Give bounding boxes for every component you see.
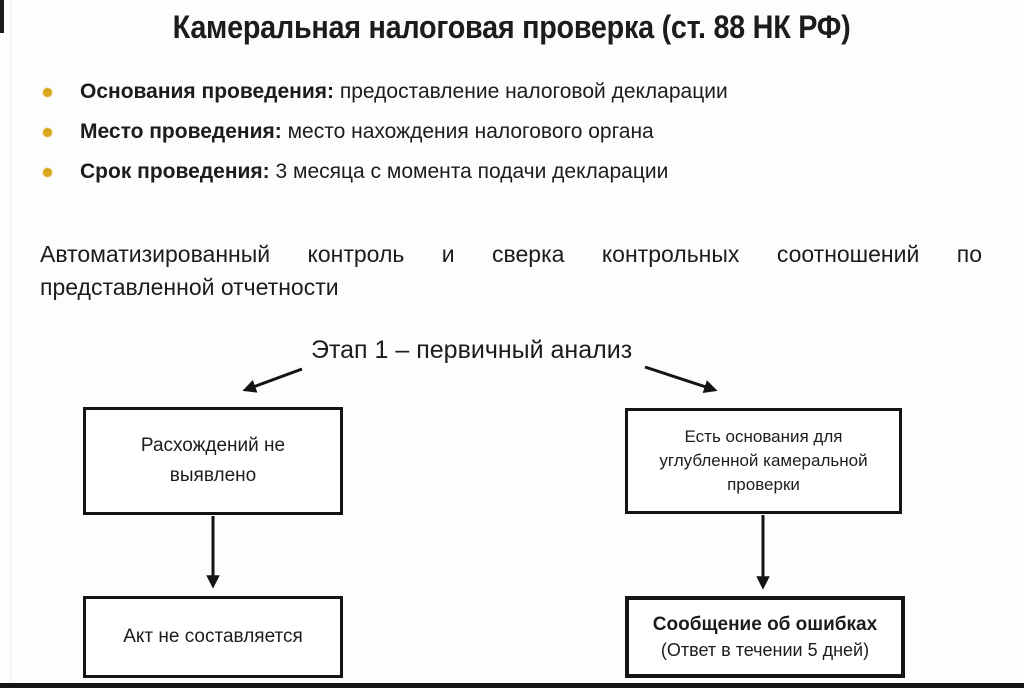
bullet-item-grounds: Основания проведения: предоставление нал…	[40, 72, 970, 112]
left-faint-line	[10, 0, 11, 688]
branch-arrow-left-icon	[242, 367, 303, 393]
box-line: Есть основания для	[684, 427, 843, 446]
bullet-list: Основания проведения: предоставление нал…	[40, 72, 970, 192]
bullet-text: 3 месяца с момента подачи декларации	[269, 160, 669, 183]
bullet-dot-icon	[43, 128, 52, 137]
bullet-label: Основания проведения:	[80, 80, 335, 103]
bullet-label: Срок проведения:	[80, 160, 270, 183]
bullet-label: Место проведения:	[80, 120, 282, 143]
bullet-item-term: Срок проведения: 3 месяца с момента пода…	[40, 152, 970, 192]
stage-label: Этап 1 – первичный анализ	[311, 336, 633, 364]
paragraph-line: Автоматизированный контроль и сверка кон…	[40, 241, 982, 267]
box-grounds-for-audit: Есть основания для углубленной камеральн…	[625, 408, 902, 514]
bullet-item-place: Место проведения: место нахождения налог…	[40, 112, 970, 152]
box-line: Расхождений не	[140, 435, 286, 456]
left-edge-line	[0, 0, 4, 33]
paragraph: Автоматизированный контроль и сверка кон…	[40, 238, 982, 304]
box-no-discrepancies: Расхождений не выявлено	[83, 407, 343, 515]
bullet-dot-icon	[43, 168, 52, 177]
bottom-border-line	[0, 683, 1024, 688]
box-error-title: Сообщение об ошибках	[652, 613, 878, 635]
paragraph-line: представленной отчетности	[40, 274, 339, 300]
page-title: Камеральная налоговая проверка (ст. 88 Н…	[0, 9, 1024, 46]
bullet-text: предоставление налоговой декларации	[334, 80, 728, 103]
box-error-message: Сообщение об ошибках (Ответ в течении 5 …	[625, 596, 905, 678]
box-line: Акт не составляется	[123, 626, 303, 647]
box-line: выявлено	[169, 465, 257, 486]
box-line: проверки	[727, 475, 800, 494]
page-title-text: Камеральная налоговая проверка (ст. 88 Н…	[173, 9, 851, 45]
box-no-act: Акт не составляется	[83, 596, 343, 678]
branch-arrow-right-icon	[644, 365, 718, 394]
box-line: углубленной камеральной	[659, 451, 868, 470]
bullet-text: место нахождения налогового органа	[281, 120, 654, 143]
bullet-dot-icon	[43, 88, 52, 97]
box-error-subtitle: (Ответ в течении 5 дней)	[660, 639, 870, 660]
